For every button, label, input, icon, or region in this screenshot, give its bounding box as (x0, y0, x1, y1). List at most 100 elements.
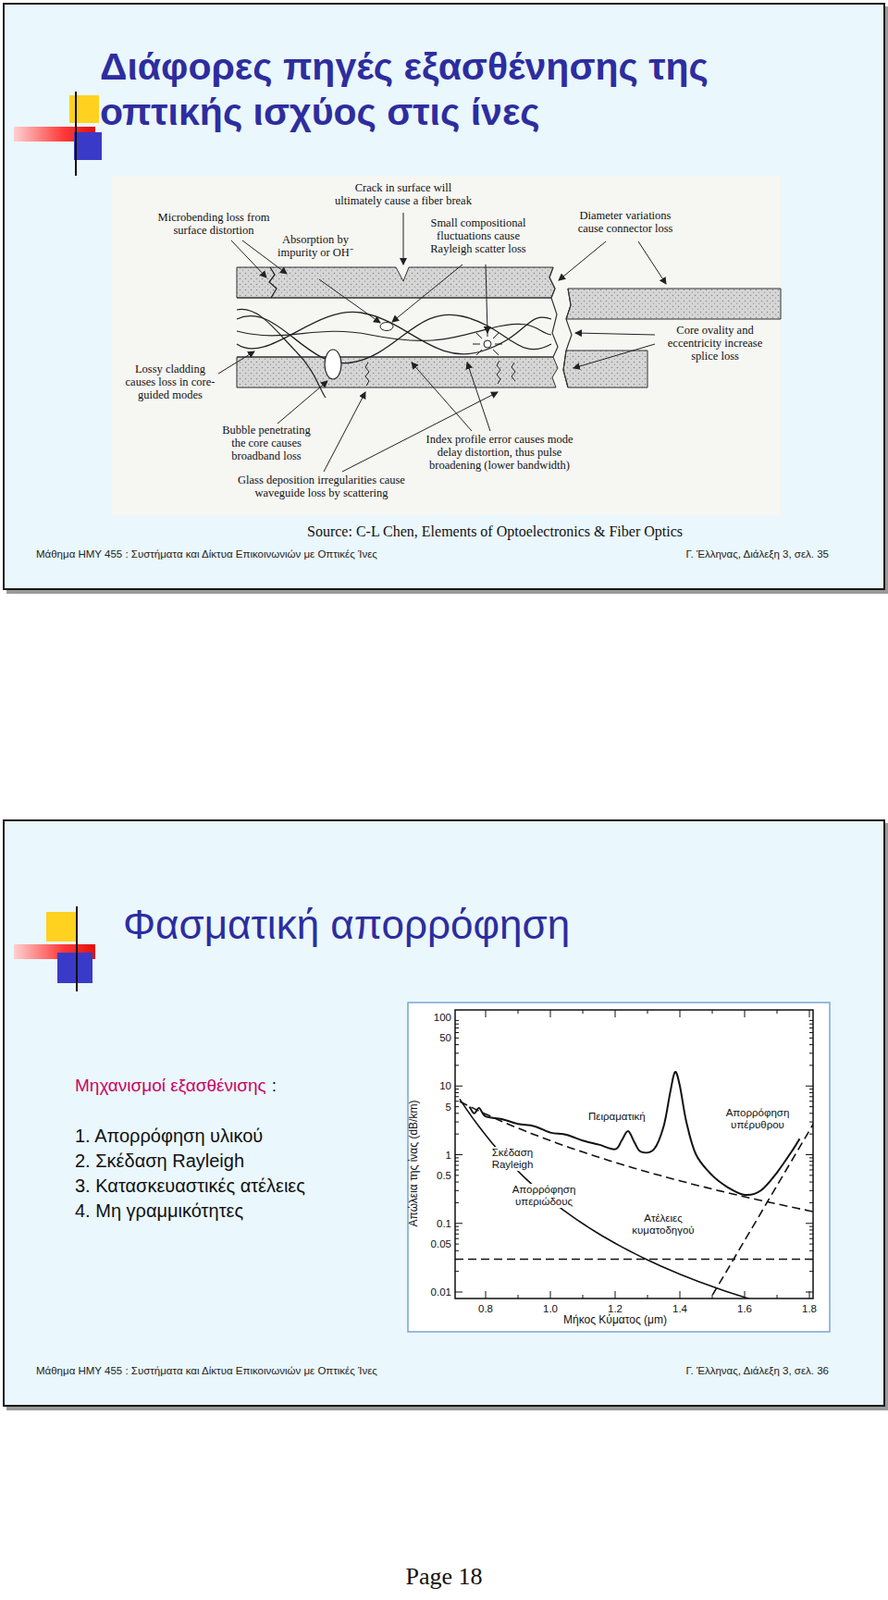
axis-tick: 0.8 (467, 1302, 505, 1316)
drawing-part (809, 1244, 814, 1246)
drawing-part (455, 1134, 459, 1135)
drawing-part (518, 1295, 519, 1299)
annotation: Crack in surface will ultimately cause a… (333, 181, 473, 208)
drawing-part (809, 1169, 814, 1171)
drawing-part (679, 1010, 681, 1018)
axis-tick: 1.4 (661, 1302, 699, 1316)
drawing-part (647, 1119, 665, 1123)
drawing-part (511, 362, 516, 382)
drawing-part (558, 241, 606, 281)
drawing-part (496, 360, 501, 384)
drawing-part (455, 1190, 459, 1192)
drawing-part (582, 1295, 584, 1299)
annotation: Bubble penetrating the core causes broad… (218, 423, 315, 463)
drawing-part (809, 1020, 814, 1022)
annotation: Small compositional fluctuations cause R… (418, 216, 539, 256)
curve-label: Σκέδαση Rayleigh (482, 1147, 543, 1172)
drawing-part (407, 1002, 830, 1332)
drawing-part (809, 1233, 814, 1235)
slide-text: Source: C-L Chen, Elements of Optoelectr… (282, 523, 708, 541)
drawing-part (218, 212, 666, 472)
axis-tick: 1.6 (726, 1302, 764, 1316)
drawing-part (218, 351, 255, 374)
drawing-part (809, 1092, 814, 1094)
drawing-part (455, 1165, 459, 1167)
drawing-part (455, 1092, 459, 1094)
drawing-part (809, 1226, 814, 1228)
drawing-part (809, 1023, 814, 1025)
attenuation-chart (407, 1002, 830, 1332)
drawing-part (777, 1010, 778, 1014)
drawing-part (455, 1088, 459, 1090)
drawing-part (111, 175, 781, 516)
drawing-part (455, 1010, 814, 1299)
drawing-part (809, 1157, 814, 1159)
drawing-part (809, 1165, 814, 1167)
annotation: Absorption by impurity or OH⁻ (277, 233, 354, 259)
drawing-part (455, 1096, 459, 1098)
drawing-part (455, 1229, 459, 1231)
curve-label: Πειραματική (586, 1110, 648, 1123)
drawing-part (809, 1182, 814, 1184)
drawing-part (549, 267, 558, 358)
slide-text: 1. Απορρόφηση υλικού (74, 1125, 353, 1147)
drawing-part (469, 1072, 801, 1196)
drawing-part (455, 1157, 459, 1159)
drawing-part (319, 279, 381, 323)
drawing-part (679, 1291, 681, 1299)
drawing-part (74, 91, 77, 176)
drawing-part (392, 264, 463, 322)
drawing-part (455, 1023, 459, 1025)
drawing-part (805, 1085, 814, 1087)
slide-text: Μάθημα ΗΜΥ 455 : Συστήματα και Δίκτυα Επ… (36, 1365, 555, 1377)
drawing-part (712, 1295, 714, 1299)
axis-tick: 100 (412, 1011, 452, 1024)
drawing-part (805, 1222, 814, 1224)
axis-tick: 50 (412, 1031, 452, 1045)
fiber-illustration (111, 175, 781, 516)
drawing-part (236, 357, 554, 358)
drawing-part (809, 1027, 814, 1029)
drawing-part (455, 1238, 459, 1240)
slide-panel (2, 819, 886, 1407)
drawing-part (472, 329, 503, 356)
drawing-part (809, 1088, 814, 1090)
drawing-part (809, 1174, 814, 1176)
drawing-part (455, 1112, 459, 1114)
drawing-part (638, 241, 666, 284)
drawing-part (563, 350, 648, 388)
drawing-part (809, 1238, 814, 1240)
slide-text: Μάθημα ΗΜΥ 455 : Συστήματα και Δίκτυα Επ… (36, 548, 555, 560)
drawing-part (809, 1064, 814, 1066)
axis-tick: 1.8 (790, 1302, 828, 1316)
drawing-part (575, 333, 655, 335)
annotation: Index profile error causes mode delay di… (420, 432, 579, 472)
drawing-part (809, 1100, 814, 1102)
drawing-part (455, 1027, 459, 1029)
slide-text: Μηχανισμοί εξασθένισης (74, 1075, 267, 1097)
drawing-part (69, 95, 99, 124)
slide-text: 2. Σκέδαση Rayleigh (74, 1150, 353, 1172)
drawing-part (455, 1064, 459, 1066)
drawing-part (323, 392, 366, 472)
drawing-part (493, 349, 499, 356)
slide-panel (2, 2, 886, 591)
drawing-part (809, 1134, 814, 1135)
drawing-part (236, 297, 552, 299)
drawing-part (647, 1295, 649, 1299)
drawing-part (403, 212, 405, 265)
drawing-part (809, 1190, 814, 1192)
drawing-part (485, 264, 488, 333)
curve-label: Απορρόφηση υπέρυθρου (717, 1107, 798, 1132)
drawing-part (615, 1010, 617, 1018)
drawing-part (455, 1085, 463, 1087)
drawing-part (809, 1096, 814, 1098)
page-number: Page 18 (351, 1563, 537, 1591)
drawing-part (455, 1226, 459, 1228)
drawing-part (485, 1291, 487, 1299)
drawing-part (459, 1101, 814, 1213)
drawing-part (380, 322, 394, 332)
drawing-part (485, 1010, 487, 1018)
axis-tick: 1.2 (596, 1302, 634, 1316)
drawing-part (455, 1100, 459, 1102)
